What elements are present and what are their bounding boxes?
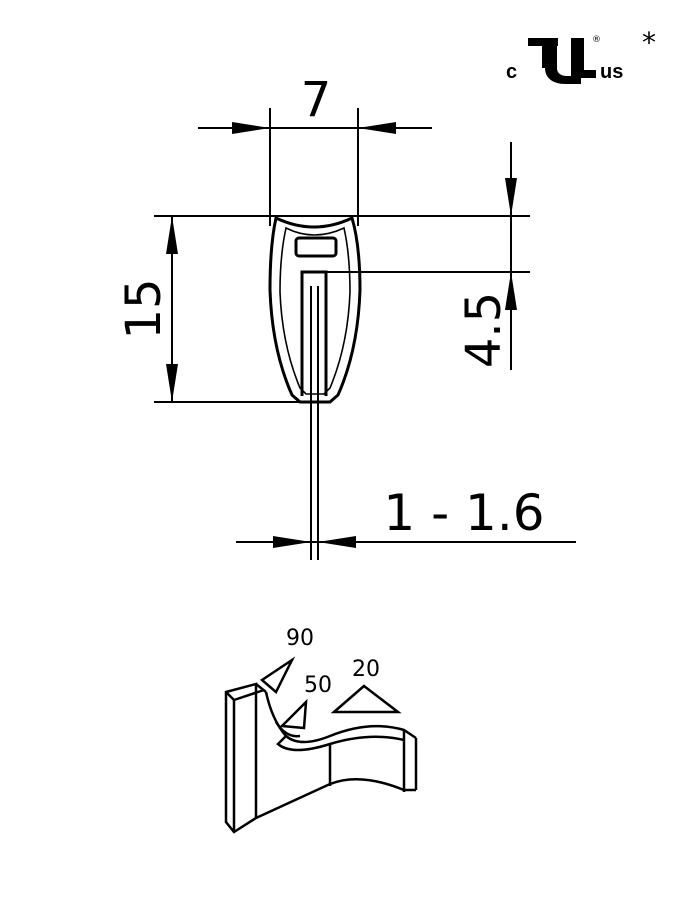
terminal-front-view xyxy=(268,215,362,560)
terminal-body-outline xyxy=(268,215,362,404)
dimension-slot-offset-label: 4.5 xyxy=(456,292,512,368)
ul-logo-icon xyxy=(528,38,596,84)
dimension-height-label: 15 xyxy=(116,278,172,339)
terminal-inner-outline xyxy=(279,226,351,395)
terminal-window xyxy=(294,236,338,258)
dimension-wire-range-label: 1 - 1.6 xyxy=(383,484,544,542)
angle-label-50: 50 xyxy=(304,673,332,698)
angle-label-90: 90 xyxy=(286,626,314,651)
angle-arrow-90 xyxy=(259,656,296,694)
angle-arrow-50 xyxy=(279,698,308,730)
registered-mark: ® xyxy=(592,35,601,45)
dimension-width-label: 7 xyxy=(301,72,332,128)
angle-markers xyxy=(259,656,402,730)
asterisk-note: * xyxy=(642,26,656,59)
ul-prefix: c xyxy=(506,61,517,83)
angle-arrow-20 xyxy=(330,684,402,714)
terminal-slot xyxy=(300,270,328,396)
dimension-wire-range xyxy=(236,536,576,548)
ul-suffix: us xyxy=(600,61,623,83)
ul-certification-mark: c ® us * xyxy=(506,26,656,84)
angle-label-20: 20 xyxy=(352,657,380,682)
dimension-slot-offset xyxy=(326,142,530,370)
dimension-height xyxy=(154,215,530,403)
terminal-isometric-view xyxy=(224,682,418,834)
dimension-width xyxy=(198,108,432,226)
